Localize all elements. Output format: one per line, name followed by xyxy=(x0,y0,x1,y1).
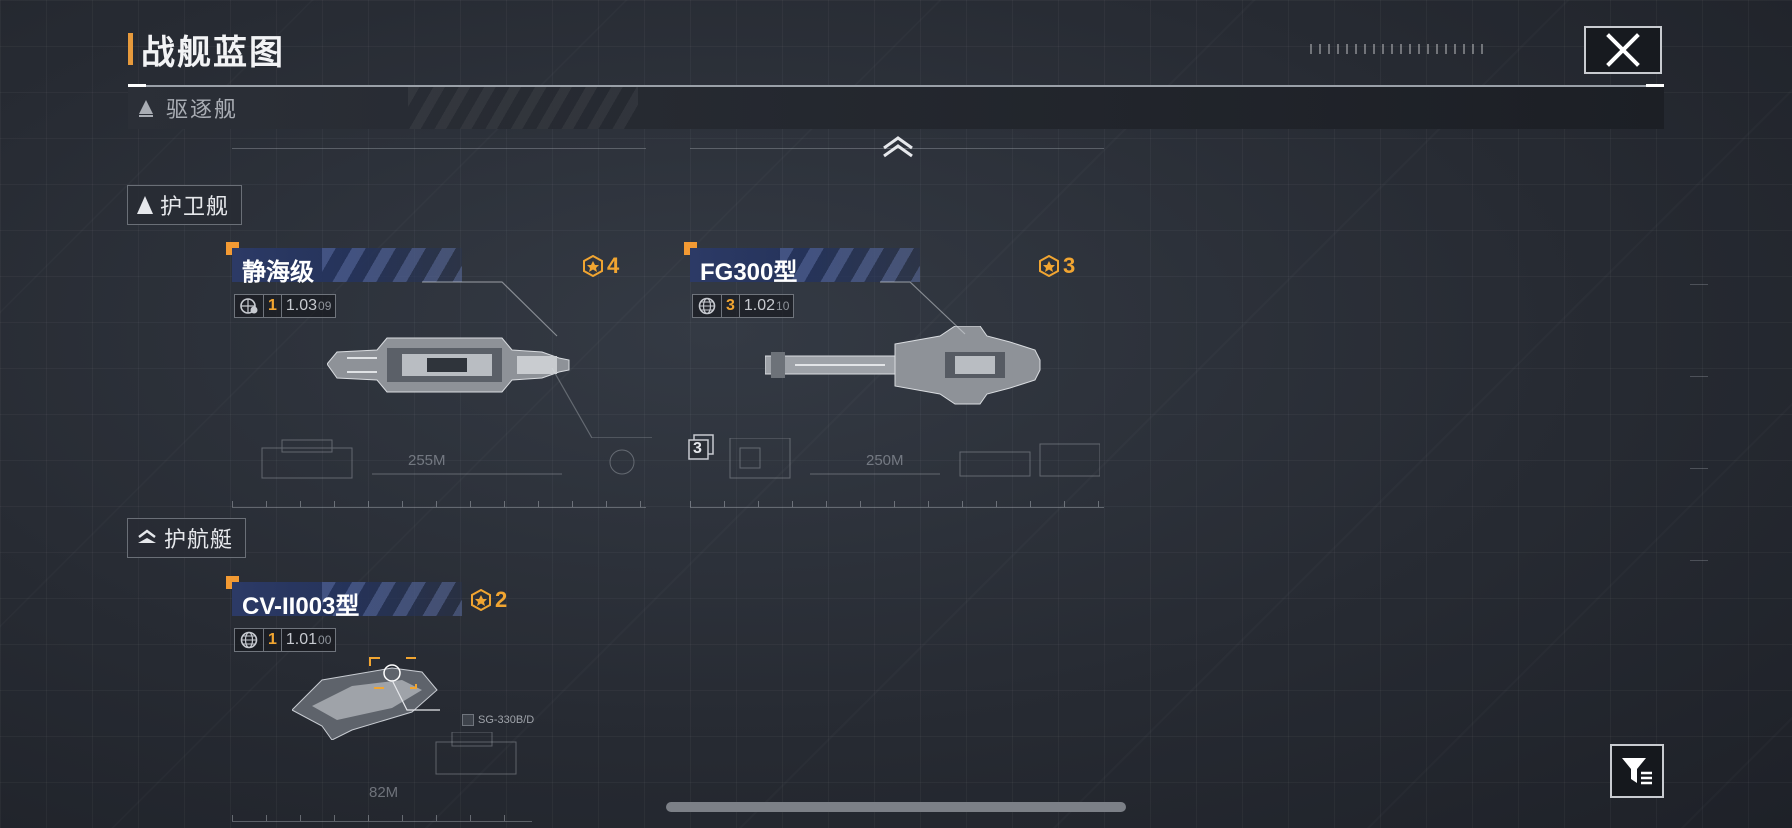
header-divider xyxy=(128,85,1664,87)
rank-badge-icon xyxy=(1039,255,1059,277)
close-icon xyxy=(1606,33,1640,67)
ship-level: 1 xyxy=(264,629,282,651)
callout-line xyxy=(880,281,966,335)
globe-icon xyxy=(698,297,716,315)
ship-version-minor: 09 xyxy=(318,299,332,313)
ship-name-bar xyxy=(690,248,920,282)
globe-icon xyxy=(240,631,258,649)
triangle-icon xyxy=(139,100,153,117)
category-label: 驱逐舰 xyxy=(166,97,239,122)
card-count-value: 3 xyxy=(693,440,702,457)
ship-name: CV-II003型 xyxy=(242,593,360,620)
ship-version-minor: 00 xyxy=(318,633,332,647)
category-corvette[interactable]: 护航艇 xyxy=(127,518,247,558)
ship-rank: 3 xyxy=(1038,253,1075,279)
ship-name: FG300型 xyxy=(700,259,798,286)
category-frigate[interactable]: 护卫舰 xyxy=(127,185,243,225)
header-divider-cap xyxy=(128,84,146,87)
decorative-ticks xyxy=(1310,44,1490,54)
ship-baseline xyxy=(690,497,1104,508)
stat-icon-cell xyxy=(235,629,264,651)
scale-line xyxy=(1690,284,1708,285)
filter-icon xyxy=(1622,758,1652,785)
ship-length: 255M xyxy=(408,452,446,469)
ship-version-minor: 10 xyxy=(776,299,790,313)
title-accent xyxy=(128,33,133,65)
chevron-stack-icon xyxy=(138,529,156,543)
ship-card-fg300[interactable]: FG300型 3 3 1.02 10 xyxy=(684,242,1110,508)
close-button[interactable] xyxy=(1584,26,1662,74)
stack-icon xyxy=(688,434,714,460)
ship-name-bar xyxy=(232,582,462,616)
ship-version: 1.01 xyxy=(285,631,318,648)
stat-icon-cell xyxy=(235,295,264,317)
destroyer-baseline xyxy=(232,138,646,149)
scale-line xyxy=(1690,376,1708,377)
horizontal-scrollbar[interactable] xyxy=(666,802,1126,812)
ship-version-cell: 1.01 00 xyxy=(282,629,336,651)
ship-rank: 2 xyxy=(470,587,507,613)
ship-name-bar xyxy=(232,248,462,282)
blueprint-outline xyxy=(729,438,1100,479)
rank-badge-icon xyxy=(471,589,491,611)
ship-rank: 4 xyxy=(582,253,619,279)
scale-line xyxy=(1690,560,1708,561)
rank-value: 3 xyxy=(1063,253,1076,278)
blueprint-outline xyxy=(261,439,635,479)
ship-stats: 1 1.01 00 xyxy=(234,628,337,652)
stat-icon-cell xyxy=(693,295,722,317)
ship-version: 1.03 xyxy=(285,297,318,314)
ship-level: 1 xyxy=(264,295,282,317)
ship-baseline xyxy=(232,497,646,508)
category-destroyer[interactable]: 驱逐舰 xyxy=(128,87,1664,129)
rank-value: 2 xyxy=(495,587,508,612)
ship-name: 静海级 xyxy=(242,259,314,286)
chevron-up-icon[interactable] xyxy=(880,134,916,160)
subpart-name: SG-330B/D xyxy=(478,714,535,726)
ship-version-cell: 1.02 10 xyxy=(740,295,794,317)
subpart-label: SG-330B/D xyxy=(462,714,534,726)
ship-length: 250M xyxy=(866,452,904,469)
ship-baseline xyxy=(232,811,532,822)
page-header: 战舰蓝图 xyxy=(128,30,285,72)
triangle-icon xyxy=(137,196,153,214)
rank-value: 4 xyxy=(607,253,620,278)
subpart-marker xyxy=(462,714,474,726)
category-label: 护卫舰 xyxy=(160,194,230,219)
blueprint-outline xyxy=(435,732,517,775)
category-label: 护航艇 xyxy=(164,527,234,552)
ship-image xyxy=(292,657,440,740)
ship-length: 82M xyxy=(369,784,399,801)
callout-line xyxy=(422,281,652,438)
header-divider-cap xyxy=(1646,84,1664,87)
page-title: 战舰蓝图 xyxy=(141,33,285,72)
ship-stats: 1 1.03 09 xyxy=(234,294,337,318)
gear-globe-icon xyxy=(240,298,258,314)
ship-level: 3 xyxy=(722,295,740,317)
ship-stats: 3 1.02 10 xyxy=(692,294,795,318)
filter-button[interactable] xyxy=(1610,744,1664,798)
card-count-badge: 3 xyxy=(688,434,714,460)
ship-image xyxy=(327,337,570,393)
ship-image xyxy=(765,326,1041,405)
ship-version: 1.02 xyxy=(743,297,776,314)
ship-version-cell: 1.03 09 xyxy=(282,295,336,317)
category-stripes xyxy=(408,87,638,129)
scale-line xyxy=(1690,468,1708,469)
ship-card-cv11003[interactable]: CV-II003型 2 1 1.01 00 SG-330B/D xyxy=(226,576,652,822)
rank-badge-icon xyxy=(583,255,603,277)
ship-card-jinghai[interactable]: 静海级 4 1 1.03 09 xyxy=(226,242,652,508)
